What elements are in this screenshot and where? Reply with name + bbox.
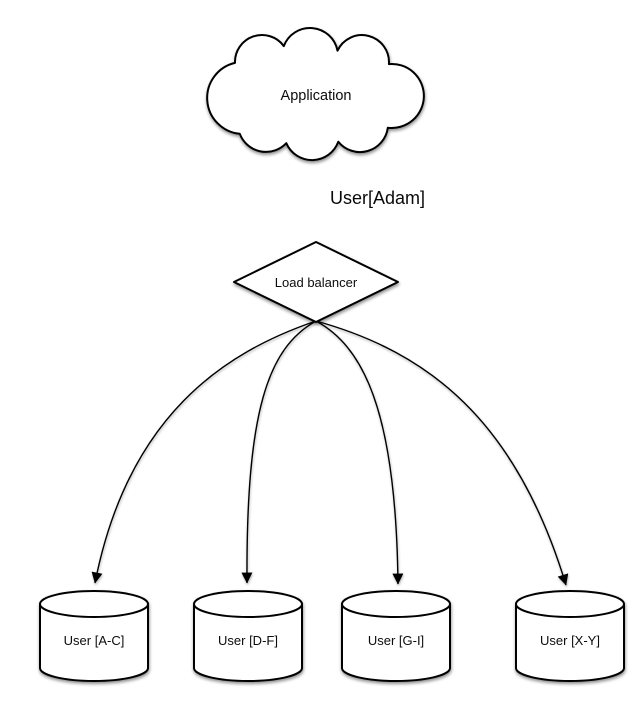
edge-arrow-lb-to-shard-2 — [241, 320, 317, 584]
shard-node-1: User [A-C] — [39, 590, 149, 682]
edge-group-app-to-lb: User[Adam] — [310, 161, 425, 241]
edge-arrow-lb-to-shard-1 — [91, 320, 317, 584]
cylinder-body — [341, 603, 451, 682]
shard-label-1: User [A-C] — [64, 633, 125, 648]
cylinder-top — [193, 590, 303, 618]
edge-group-lb-to-shards — [91, 320, 569, 586]
cylinder-top — [39, 590, 149, 618]
shard-node-4: User [X-Y] — [515, 590, 625, 682]
shard-label-3: User [G-I] — [368, 633, 424, 648]
shard-node-2: User [D-F] — [193, 590, 303, 682]
shard-label-4: User [X-Y] — [540, 633, 600, 648]
application-cloud-node: Application — [206, 26, 425, 162]
shard-label-2: User [D-F] — [218, 633, 278, 648]
cylinder-top — [515, 590, 625, 618]
cylinder-body — [193, 603, 303, 682]
shard-node-3: User [G-I] — [341, 590, 451, 682]
cylinder-body — [515, 603, 625, 682]
load-balancer-label: Load balancer — [275, 275, 358, 290]
diamond-shape — [233, 241, 399, 323]
edge-arrow-lb-to-shard-3 — [315, 320, 404, 585]
cylinder-body — [39, 603, 149, 682]
cylinder-top — [341, 590, 451, 618]
application-label: Application — [281, 88, 352, 104]
edge-arrow-lb-to-shard-4 — [315, 320, 569, 586]
load-balancer-node: Load balancer — [233, 241, 399, 323]
cloud-shape — [206, 26, 425, 162]
edge-label-user-adam: User[Adam] — [330, 188, 425, 208]
